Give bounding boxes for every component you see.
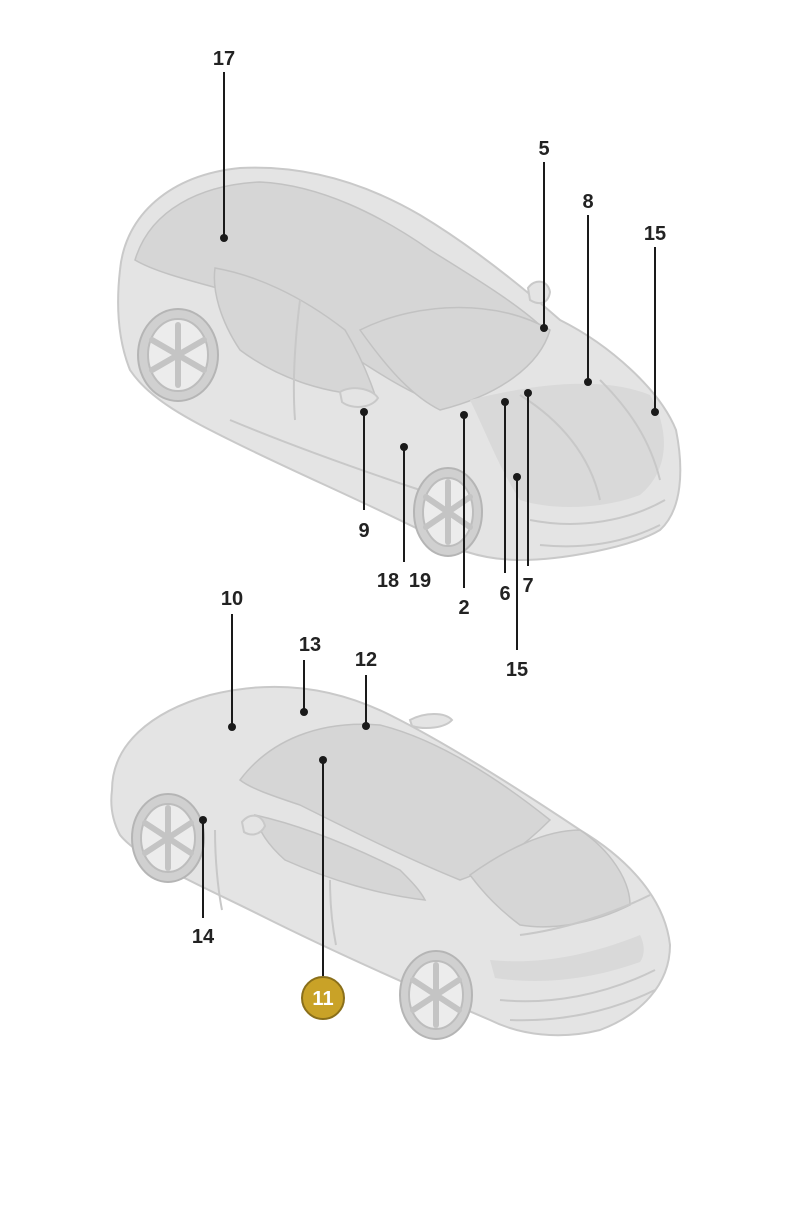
callout-5-label: 5 bbox=[538, 138, 549, 160]
callout-2[interactable]: 2 bbox=[458, 411, 470, 619]
callout-15-top-label: 15 bbox=[644, 223, 666, 245]
callout-18-19[interactable]: 18 19 bbox=[377, 443, 431, 592]
callout-15-top[interactable]: 15 bbox=[644, 223, 666, 416]
callout-12-label: 12 bbox=[355, 649, 377, 671]
callout-12[interactable]: 12 bbox=[355, 649, 377, 730]
callout-7[interactable]: 7 bbox=[522, 389, 534, 597]
callout-7-label: 7 bbox=[522, 575, 533, 597]
callout-17[interactable]: 17 bbox=[213, 48, 235, 242]
callout-2-label: 2 bbox=[458, 597, 469, 619]
callout-14-label: 14 bbox=[192, 926, 215, 948]
callout-18-label: 18 bbox=[377, 570, 399, 592]
car-front-view bbox=[117, 166, 682, 562]
callout-11-highlight bbox=[301, 976, 345, 1020]
car-rear-view bbox=[110, 685, 672, 1040]
callout-14[interactable]: 14 bbox=[192, 816, 215, 948]
callout-17-label: 17 bbox=[213, 48, 235, 70]
callout-19-label: 19 bbox=[409, 570, 431, 592]
callout-15-bottom-label: 15 bbox=[506, 659, 528, 681]
callout-9[interactable]: 9 bbox=[358, 408, 370, 542]
callout-8[interactable]: 8 bbox=[582, 191, 594, 386]
callout-5[interactable]: 5 bbox=[538, 138, 550, 332]
callout-8-label: 8 bbox=[582, 191, 593, 213]
callout-10[interactable]: 10 bbox=[221, 588, 243, 731]
callout-10-label: 10 bbox=[221, 588, 243, 610]
callout-6[interactable]: 6 bbox=[499, 398, 511, 605]
callout-13[interactable]: 13 bbox=[299, 634, 321, 716]
callout-11-label: 11 bbox=[312, 988, 333, 1010]
callout-15-bottom[interactable]: 15 bbox=[506, 473, 528, 681]
callout-9-label: 9 bbox=[358, 520, 369, 542]
callout-13-label: 13 bbox=[299, 634, 321, 656]
callout-11[interactable]: 11 bbox=[301, 756, 345, 1020]
callout-6-label: 6 bbox=[499, 583, 510, 605]
